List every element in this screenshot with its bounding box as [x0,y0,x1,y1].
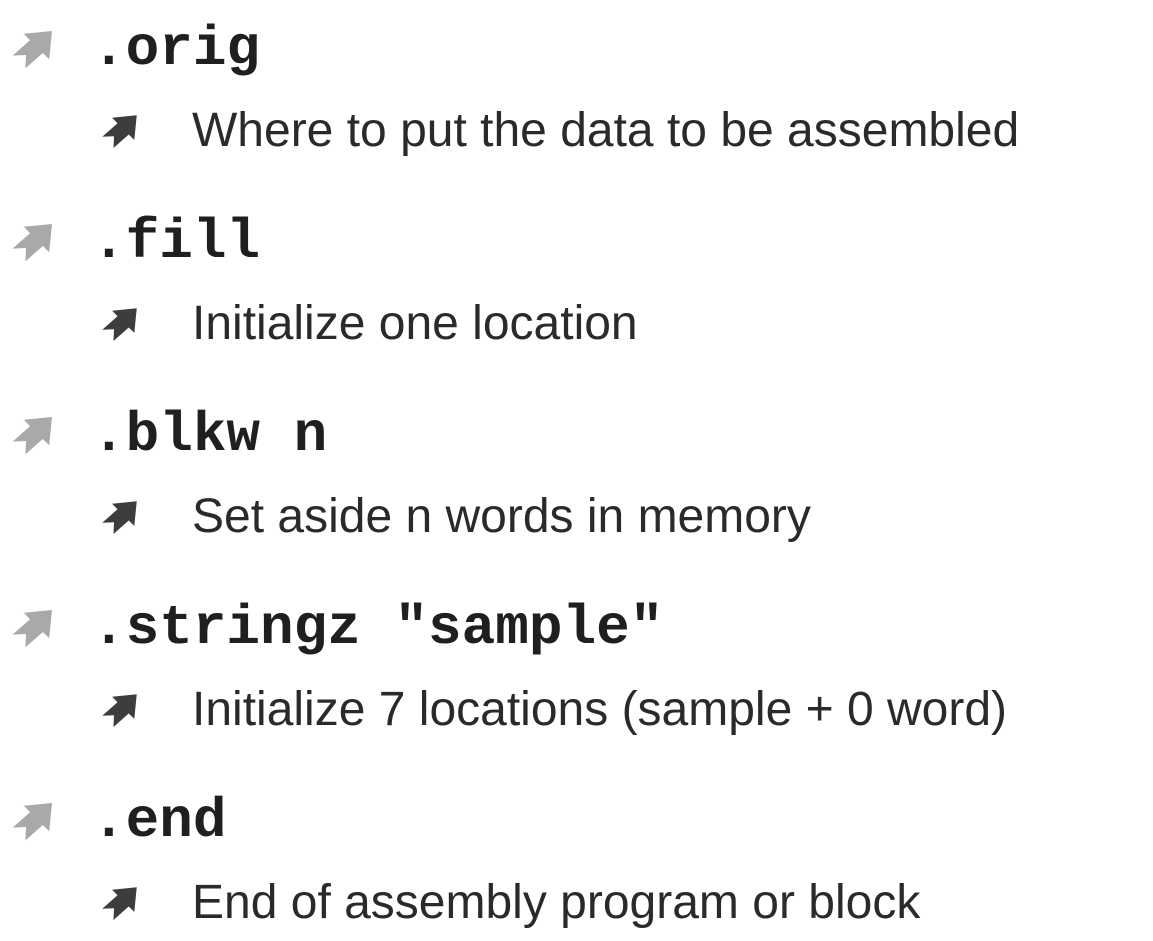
directive-label: .stringz "sample" [92,596,664,660]
ne-arrow-icon [10,411,58,459]
directive-list: .orig Where to put the data to be assemb… [10,16,1153,934]
directive-description: Initialize one location [192,297,638,350]
directive-section: .blkw n Set aside n words in memory [10,402,1153,548]
ne-arrow-icon [100,303,142,345]
directive-label: .blkw n [92,403,328,467]
directive-section: .stringz "sample" Initialize 7 locations… [10,595,1153,741]
directive-description: Set aside n words in memory [192,490,811,543]
ne-arrow-icon [10,25,58,73]
ne-arrow-icon [10,797,58,845]
description-row: End of assembly program or block [10,872,1153,934]
directive-section: .orig Where to put the data to be assemb… [10,16,1153,162]
description-row: Initialize one location [10,293,1153,355]
directive-section: .fill Initialize one location [10,209,1153,355]
directive-description: Where to put the data to be assembled [192,104,1020,157]
directive-row: .stringz "sample" [10,595,1153,661]
directive-label: .fill [92,210,261,274]
directive-row: .end [10,788,1153,854]
ne-arrow-icon [100,689,142,731]
directive-row: .orig [10,16,1153,82]
directive-row: .fill [10,209,1153,275]
ne-arrow-icon [10,218,58,266]
directive-description: Initialize 7 locations (sample + 0 word) [192,683,1008,736]
description-row: Initialize 7 locations (sample + 0 word) [10,679,1153,741]
ne-arrow-icon [100,110,142,152]
description-row: Set aside n words in memory [10,486,1153,548]
directive-description: End of assembly program or block [192,876,921,929]
directive-row: .blkw n [10,402,1153,468]
directive-label: .end [92,789,227,853]
directive-section: .end End of assembly program or block [10,788,1153,934]
ne-arrow-icon [100,882,142,924]
ne-arrow-icon [10,604,58,652]
directive-label: .orig [92,17,261,81]
description-row: Where to put the data to be assembled [10,100,1153,162]
ne-arrow-icon [100,496,142,538]
